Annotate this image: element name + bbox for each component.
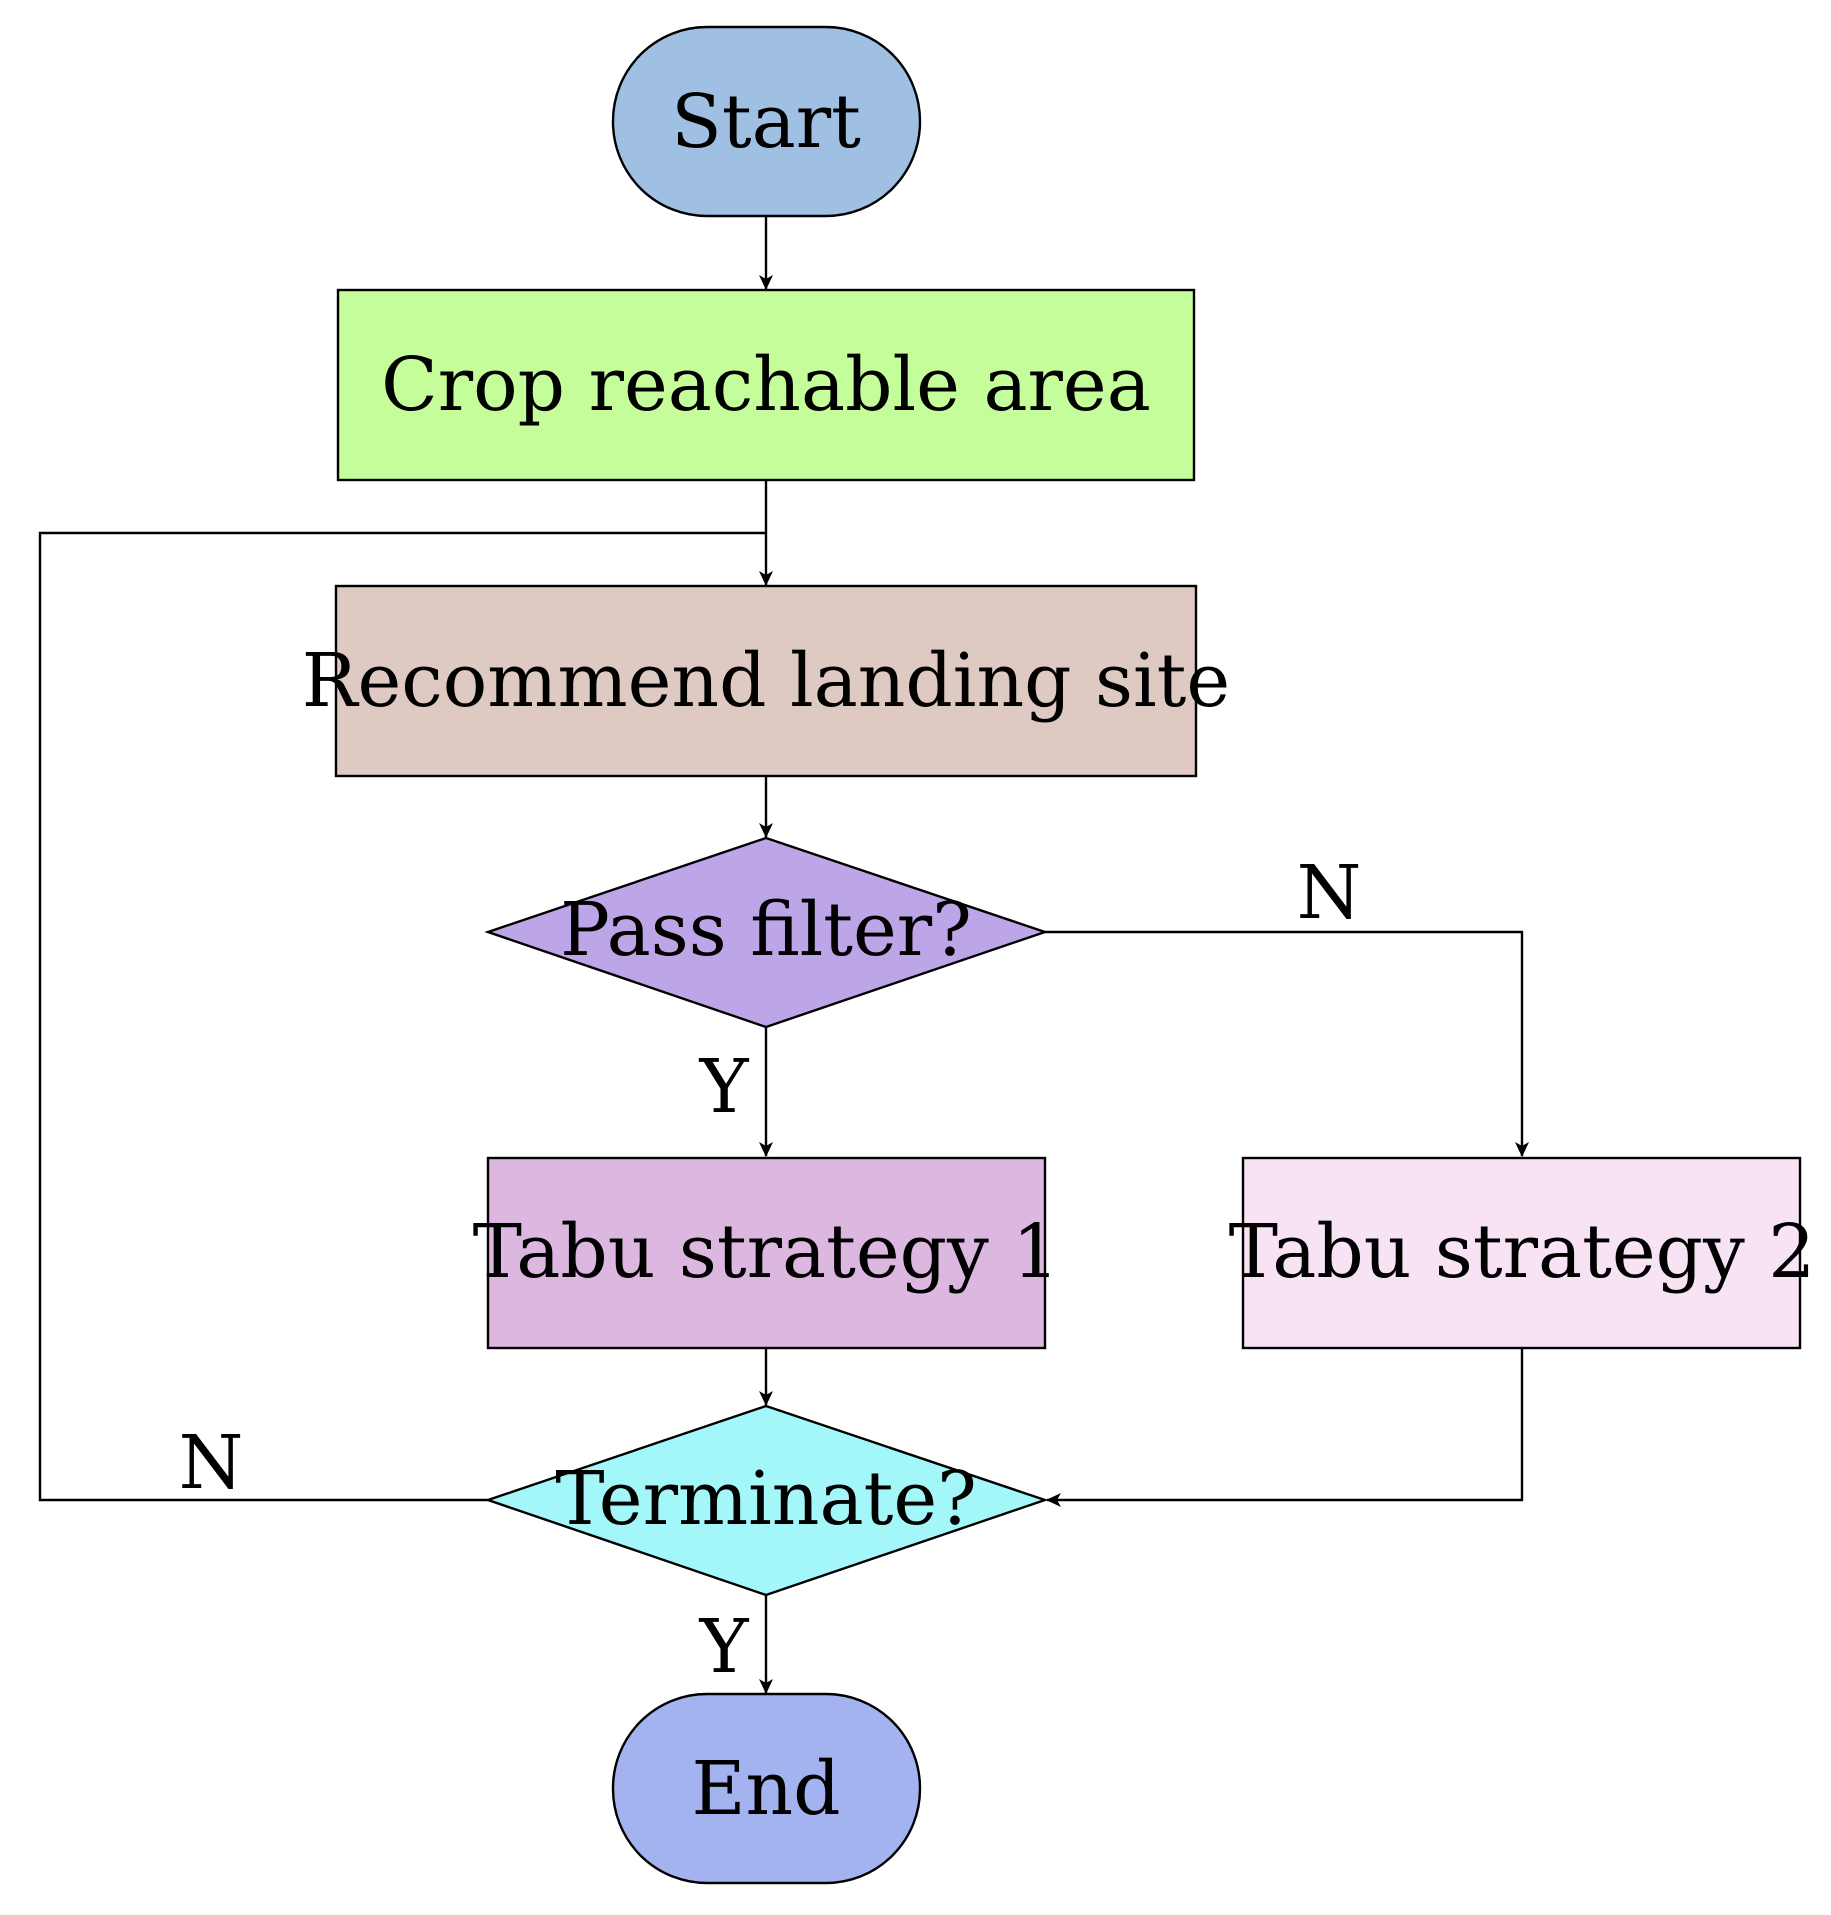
recommend-process-box (334, 584, 1198, 778)
pass-filter-decision-diamond (484, 836, 1049, 1029)
recommend-label: Recommend landing site (302, 638, 1230, 724)
pass-filter-label: Pass filter? (560, 887, 972, 973)
node-terminate: Terminate? (484, 1404, 1049, 1597)
node-tabu-strategy-2: Tabu strategy 2 (1229, 1156, 1816, 1350)
terminate-no-label: N (179, 1420, 244, 1506)
node-pass-filter: Pass filter? (484, 836, 1049, 1029)
terminate-label: Terminate? (555, 1456, 977, 1542)
edge-terminate-no-loop (38, 531, 766, 1502)
node-recommend-landing-site: Recommend landing site (302, 584, 1230, 778)
pass-filter-no-label: N (1297, 850, 1362, 936)
tabu2-label: Tabu strategy 2 (1229, 1209, 1816, 1295)
node-tabu-strategy-1: Tabu strategy 1 (473, 1156, 1060, 1350)
node-crop-reachable-area: Crop reachable area (336, 288, 1196, 482)
terminate-yes-label: Y (699, 1604, 750, 1690)
node-end: End (611, 1692, 922, 1885)
start-label: Start (671, 79, 861, 165)
crop-process-box (336, 288, 1196, 482)
tabu2-process-box (1241, 1156, 1802, 1350)
node-start: Start (611, 25, 922, 218)
tabu1-process-box (486, 1156, 1047, 1350)
tabu1-label: Tabu strategy 1 (473, 1209, 1060, 1295)
pass-filter-yes-label: Y (699, 1044, 750, 1130)
crop-label: Crop reachable area (381, 342, 1151, 428)
start-terminator-shape (611, 25, 922, 218)
end-terminator-shape (611, 1692, 922, 1885)
edge-pass-filter-no-to-tabu2 (1045, 930, 1529, 1157)
end-label: End (691, 1746, 840, 1832)
edge-tabu2-to-terminate (1046, 1348, 1524, 1507)
terminate-decision-diamond (484, 1404, 1049, 1597)
